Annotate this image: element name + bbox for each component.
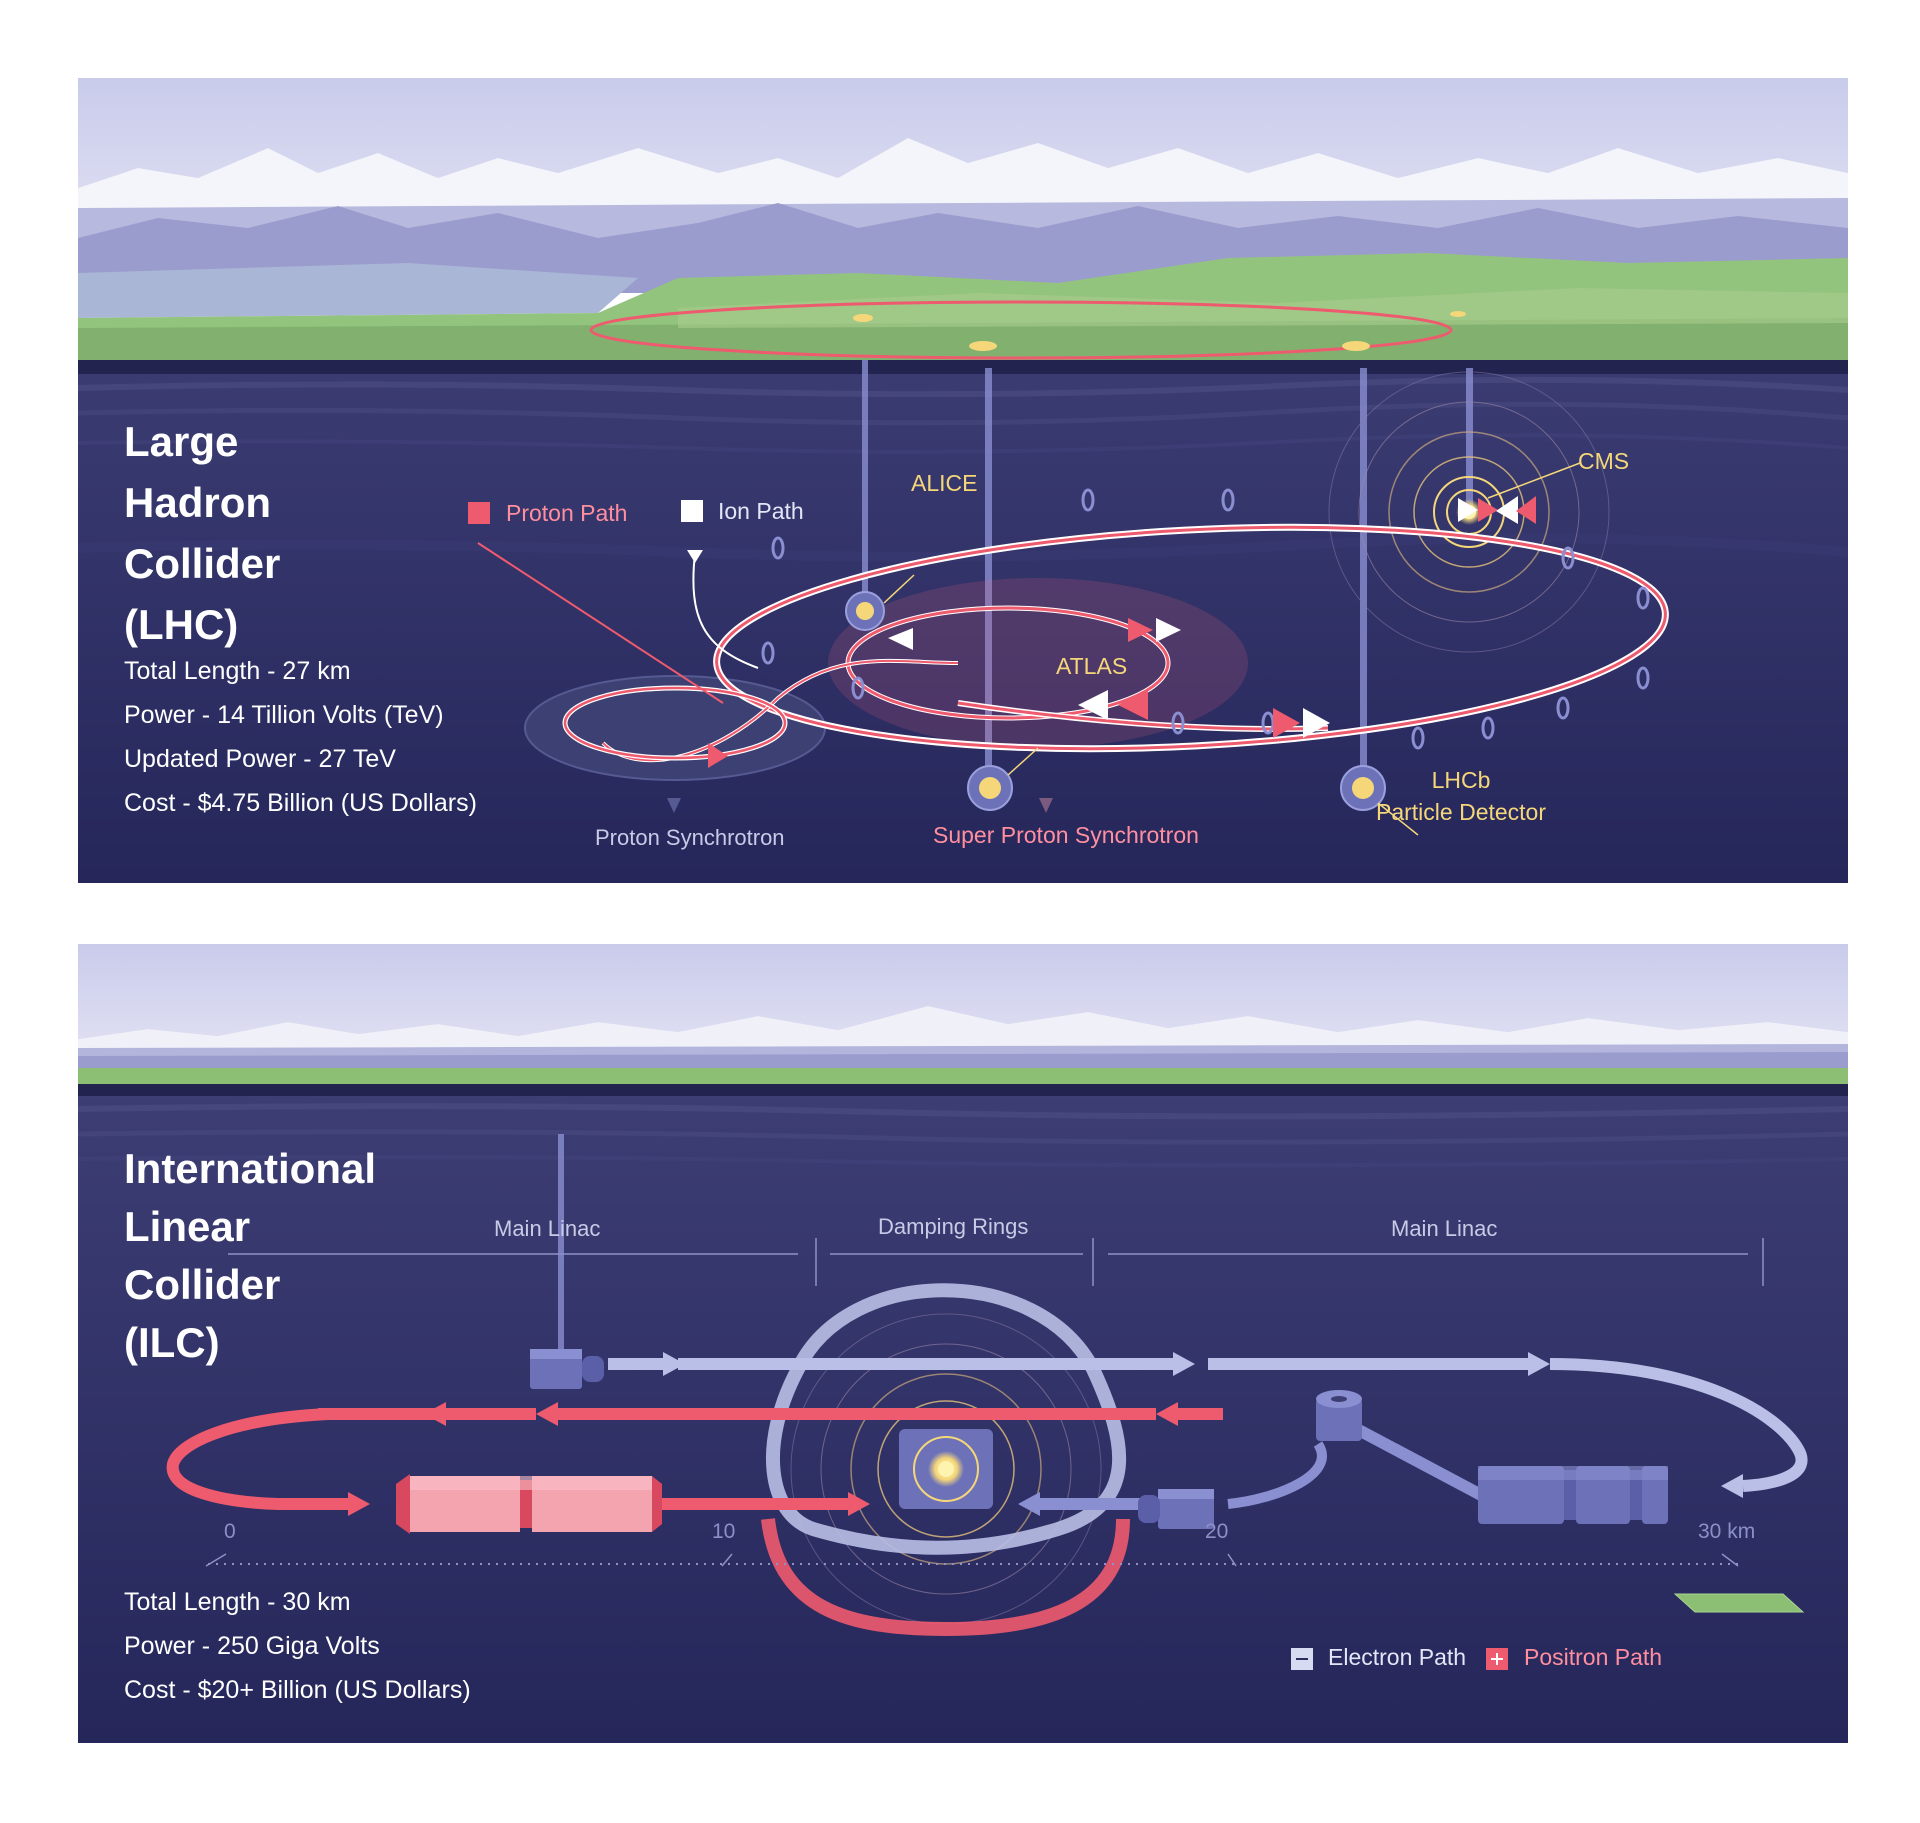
ps-base [524, 675, 826, 781]
positron-linac [396, 1474, 662, 1534]
lhc-title-line-3: Collider [124, 540, 281, 587]
main-linac-left-label: Main Linac [494, 1216, 601, 1241]
proton-path-legend: Proton Path [506, 500, 628, 526]
ilc-grass [78, 1068, 1848, 1084]
lhcb-detector [1340, 765, 1386, 811]
electron-linac [1478, 1466, 1668, 1524]
ilc-fact-power: Power - 250 Giga Volts [124, 1632, 380, 1660]
surface-ring [589, 300, 1453, 360]
positron-return-loop [166, 1408, 348, 1510]
lhcb-label-line-2: Particle Detector [1376, 799, 1547, 825]
electron-source [530, 1349, 604, 1389]
lhc-arrows [708, 496, 1536, 768]
scale-tick-20: 20 [1205, 1520, 1229, 1543]
mountains-snow [78, 138, 1848, 208]
lhcb-label-line-1: LHCb [1431, 767, 1491, 793]
main-linac-right-label: Main Linac [1391, 1216, 1498, 1241]
cms-label: CMS [1578, 448, 1630, 474]
atlas-detector [967, 765, 1013, 811]
lhc-title-line-4: (LHC) [124, 601, 239, 648]
positron-damping-ring [761, 1518, 1130, 1637]
sps-label: Super Proton Synchrotron [933, 822, 1199, 848]
section-brackets [228, 1238, 1764, 1286]
lhc-fact-updated-power: Updated Power - 27 TeV [124, 745, 396, 773]
electron-damping-ring [766, 1283, 1127, 1555]
ilc-title-line-4: (ILC) [124, 1319, 220, 1366]
proton-path-swatch [468, 502, 490, 524]
damping-rings-label: Damping Rings [878, 1214, 1029, 1239]
ilc-fact-length: Total Length - 30 km [124, 1588, 351, 1616]
scale-tick-30: 30 km [1698, 1520, 1756, 1543]
site-marker [1673, 1593, 1805, 1613]
scale-tick-10: 10 [712, 1520, 736, 1543]
lhcb-label: LHCb Particle Detector [1376, 764, 1546, 828]
ion-path-swatch [681, 500, 703, 522]
alice-detector [845, 591, 885, 631]
ilc-detector [790, 1313, 1102, 1625]
proton-pointer [477, 542, 724, 704]
lhc-title-line-1: Large [124, 418, 239, 465]
positron-path-swatch [1486, 1648, 1508, 1670]
undulator [1316, 1390, 1362, 1441]
electron-path-swatch [1291, 1648, 1313, 1670]
scale-bar [205, 1553, 1739, 1567]
positron-source [1138, 1489, 1214, 1529]
lhc-scene [78, 78, 1848, 883]
ion-path-legend: Ion Path [718, 498, 804, 524]
lhc-fact-length: Total Length - 27 km [124, 657, 351, 685]
electron-return-loop [1549, 1358, 1808, 1492]
ilc-panel: International Linear Collider (ILC) Tota… [78, 944, 1848, 1743]
atlas-label: ATLAS [1056, 653, 1128, 679]
alice-label: ALICE [911, 470, 978, 496]
ilc-scene [78, 944, 1848, 1743]
ilc-fact-cost: Cost - $20+ Billion (US Dollars) [124, 1676, 471, 1704]
lhc-title-line-2: Hadron [124, 479, 271, 526]
lhc-panel: Large Hadron Collider (LHC) Total Length… [78, 78, 1848, 883]
positron-path-legend: Positron Path [1524, 1644, 1663, 1670]
ilc-title-line-1: International [124, 1145, 377, 1192]
lhc-fact-cost: Cost - $4.75 Billion (US Dollars) [124, 789, 477, 817]
ilc-title-line-2: Linear [124, 1203, 251, 1250]
lhc-fact-power: Power - 14 Tillion Volts (TeV) [124, 701, 444, 729]
electron-path-legend: Electron Path [1328, 1644, 1467, 1670]
ps-label: Proton Synchrotron [595, 825, 785, 850]
ilc-title-line-3: Collider [124, 1261, 281, 1308]
scale-tick-0: 0 [224, 1520, 236, 1543]
ion-pointer [692, 552, 759, 669]
